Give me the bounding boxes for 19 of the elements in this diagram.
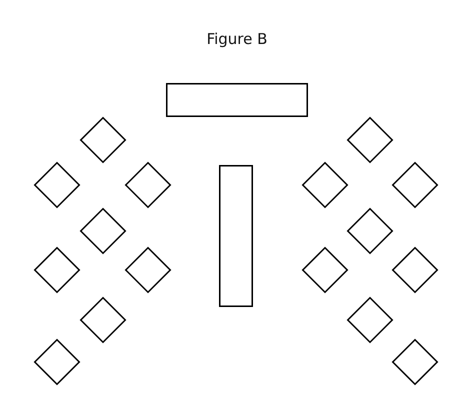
diamond-table [80, 297, 126, 343]
diamond-table [347, 208, 393, 254]
diamond-table [302, 162, 348, 208]
rectangular-table [166, 83, 308, 117]
diamond-table [302, 247, 348, 293]
diamond-table [392, 247, 438, 293]
diamond-table [125, 162, 171, 208]
rectangular-table [219, 165, 253, 307]
diamond-table [34, 247, 80, 293]
diamond-table [392, 162, 438, 208]
diamond-table [392, 339, 438, 385]
diamond-table [80, 208, 126, 254]
diamond-table [34, 162, 80, 208]
diamond-table [34, 339, 80, 385]
diamond-table [80, 117, 126, 163]
diamond-table [347, 297, 393, 343]
figure-title: Figure B [206, 30, 268, 48]
diamond-table [125, 247, 171, 293]
diamond-table [347, 117, 393, 163]
